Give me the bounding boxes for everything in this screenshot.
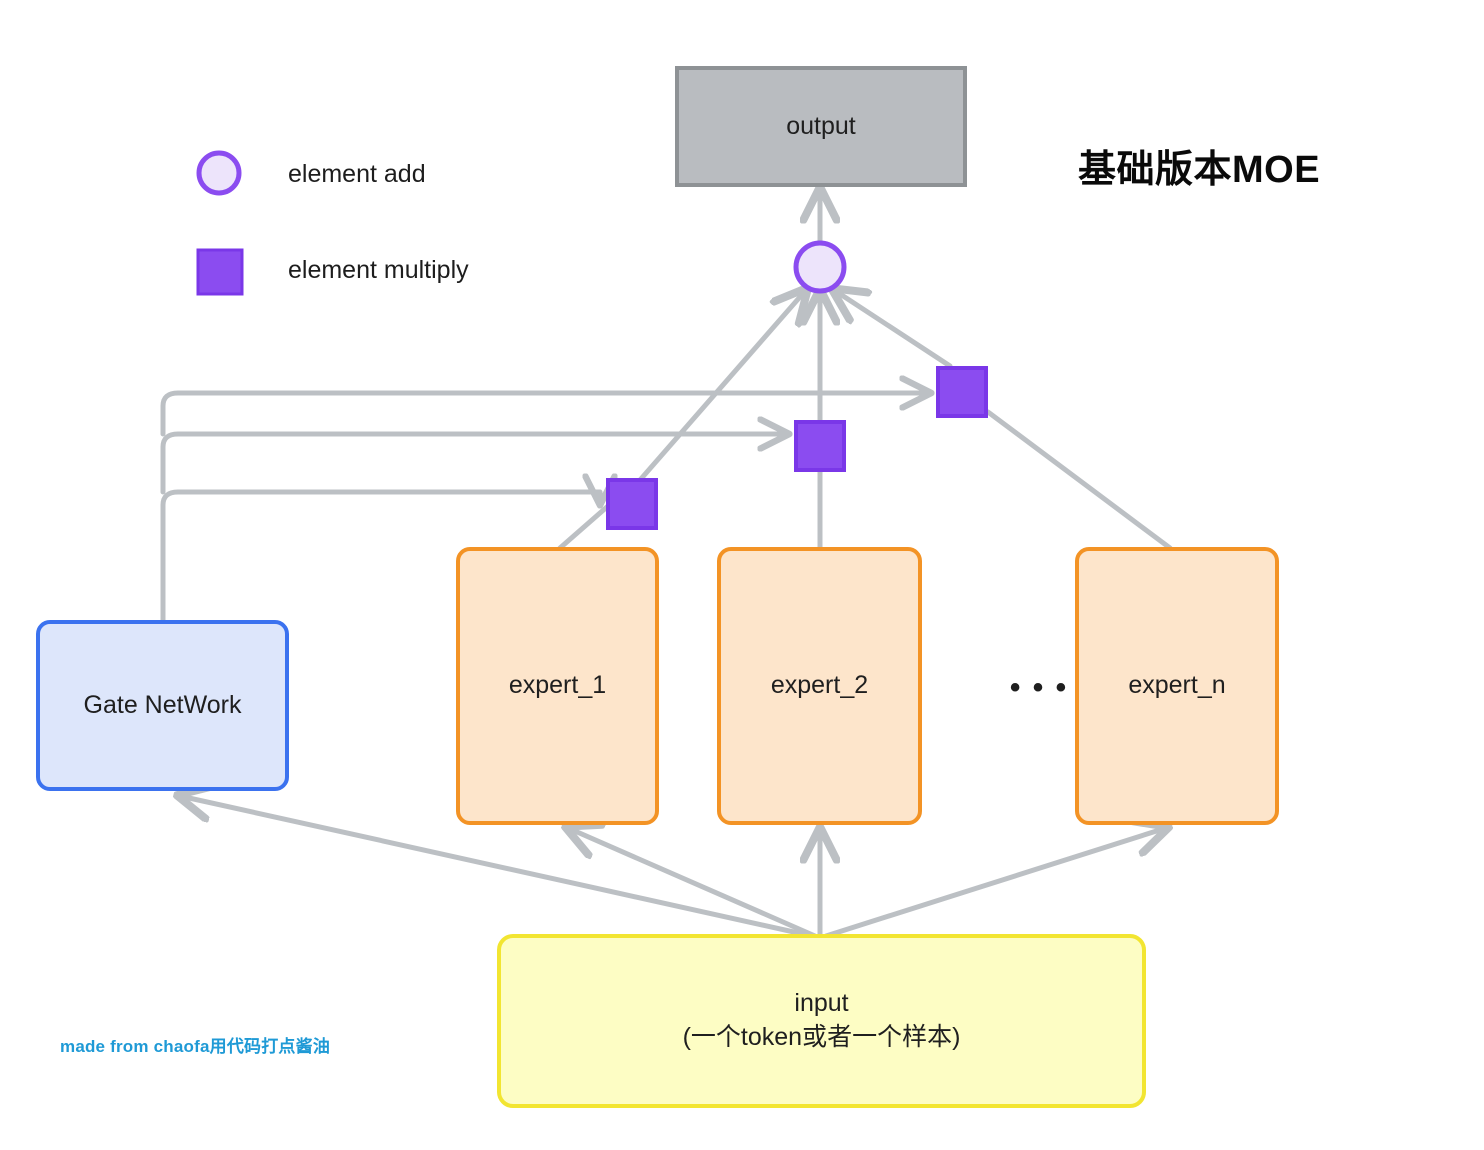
expert-2-box[interactable] — [717, 547, 922, 825]
edge-multiply-1-to-add — [637, 290, 806, 483]
edge-gate-to-multiply-3 — [160, 393, 930, 437]
legend-element-add-icon — [196, 150, 242, 196]
edge-input-to-gate — [180, 796, 815, 939]
element-multiply-node-2[interactable] — [794, 420, 846, 472]
edge-input-to-expert-n — [823, 828, 1166, 939]
watermark: made from chaofa用代码打点酱油 — [60, 1037, 331, 1056]
edge-expert-n-to-multiply-3 — [985, 409, 1173, 551]
edge-gate-to-multiply-2 — [160, 434, 788, 495]
legend-element-multiply-label: element multiply — [288, 256, 469, 284]
expert-1-box[interactable] — [456, 547, 659, 825]
element-multiply-node-3[interactable] — [936, 366, 988, 418]
output-box[interactable] — [675, 66, 967, 187]
edge-layer — [160, 190, 1173, 939]
gate-network-box[interactable] — [36, 620, 289, 791]
element-add-node[interactable] — [793, 240, 847, 294]
diagram-title: 基础版本MOE — [1078, 149, 1321, 191]
input-box[interactable] — [497, 934, 1146, 1108]
edge-input-to-expert-1 — [568, 828, 818, 939]
edge-gate-to-multiply-1 — [160, 492, 600, 543]
edge-multiply-3-to-add — [834, 290, 953, 369]
expert-n-box[interactable] — [1075, 547, 1279, 825]
legend-element-multiply-icon — [196, 248, 244, 296]
legend-element-add-label: element add — [288, 160, 426, 188]
element-multiply-node-1[interactable] — [606, 478, 658, 530]
